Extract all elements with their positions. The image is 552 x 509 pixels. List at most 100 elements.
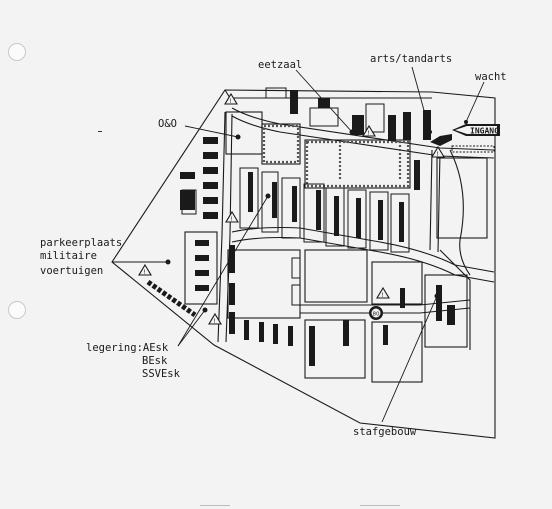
svg-text:!: ! <box>437 151 439 158</box>
svg-text:!: ! <box>230 98 232 105</box>
east-road <box>429 149 433 251</box>
label-arts-tandarts: arts/tandarts <box>370 53 453 65</box>
label-stafgebouw: stafgebouw <box>353 426 417 438</box>
warning-triangle-icon <box>431 145 445 158</box>
parking-bay <box>203 137 218 144</box>
oo-block <box>225 111 263 155</box>
sw-block <box>227 249 301 319</box>
building <box>281 177 301 239</box>
dot-marker-icon <box>235 134 241 140</box>
building <box>369 191 389 251</box>
barracks <box>383 325 388 345</box>
warning-triangle-icon <box>138 263 152 276</box>
pointer-stafgebouw <box>381 295 438 423</box>
barracks <box>356 198 361 238</box>
barracks <box>436 285 442 321</box>
north-road-edge <box>231 115 495 159</box>
hedge-central-court <box>305 140 410 188</box>
warning-triangle-icon <box>224 92 238 105</box>
east-road-edge <box>437 151 441 253</box>
parking-bay <box>195 270 209 276</box>
label-oeno: O&O <box>158 118 177 130</box>
svg-text:!: ! <box>144 269 146 276</box>
barracks <box>334 196 339 236</box>
building <box>347 189 367 249</box>
pointer-legering-down <box>177 309 206 347</box>
parking-bay <box>180 190 195 210</box>
barracks <box>447 305 455 325</box>
label-parkeerplaats: parkeerplaats <box>40 237 123 249</box>
east-diagonal <box>439 249 471 350</box>
svg-text:!: ! <box>214 318 216 325</box>
building <box>309 107 339 127</box>
barracks <box>378 200 383 240</box>
hedge-east <box>338 145 402 180</box>
west-road <box>217 111 226 343</box>
barracks <box>423 110 431 140</box>
dot-marker-icon <box>349 129 355 135</box>
pointer-arts-tandarts <box>411 66 431 133</box>
barracks <box>414 160 420 190</box>
parking-bay <box>203 212 218 219</box>
building <box>291 257 301 279</box>
central-court <box>304 139 411 189</box>
speed-limit-value: 80 <box>373 312 380 318</box>
barracks <box>259 322 264 342</box>
compound-boundary <box>111 89 496 439</box>
warning-triangle-icon <box>208 312 222 325</box>
parking-bay <box>203 152 218 159</box>
barracks <box>229 283 235 305</box>
barracks <box>403 112 411 140</box>
building <box>261 171 279 233</box>
parking-bay <box>203 167 218 174</box>
east-tall-block <box>436 157 488 239</box>
dot-marker-icon <box>434 293 440 299</box>
label-besk: BEsk <box>142 355 168 367</box>
svg-text:!: ! <box>231 216 233 223</box>
parking-bay <box>195 285 209 291</box>
barracks <box>400 288 405 308</box>
building <box>325 187 345 247</box>
barracks <box>343 320 349 346</box>
label-legering: legering:AEsk <box>86 342 169 354</box>
east-curve <box>449 149 471 276</box>
parking-bay <box>180 172 195 179</box>
label-voertuigen: voertuigen <box>40 265 104 277</box>
south-road-edge <box>300 307 471 314</box>
parking-bay <box>195 255 209 261</box>
barracks <box>273 324 278 344</box>
punch-hole-top <box>8 43 26 61</box>
south-lower-block <box>304 319 366 379</box>
building <box>303 183 325 243</box>
barracks <box>288 326 293 346</box>
barracks <box>229 245 235 273</box>
barracks <box>309 326 315 366</box>
entrance-gate: INGANG <box>430 124 500 153</box>
label-wacht: wacht <box>475 71 507 83</box>
barracks <box>272 182 277 218</box>
s-block-2 <box>371 261 423 305</box>
ingang-label: INGANG <box>470 127 499 136</box>
label-militaire: militaire <box>40 250 97 262</box>
barracks <box>292 186 297 222</box>
punch-hole-bottom <box>8 301 26 319</box>
bottom-edge-mark <box>200 505 230 506</box>
building <box>365 103 385 133</box>
main-road-edge <box>231 236 495 283</box>
warning-triangle-icon <box>225 210 239 223</box>
barracks <box>399 202 404 242</box>
building <box>265 87 287 99</box>
warning-triangle-icon <box>376 286 390 299</box>
barracks <box>244 320 249 340</box>
barracks <box>318 98 330 108</box>
svg-text:!: ! <box>368 130 370 137</box>
dot-marker-icon <box>464 120 468 124</box>
building <box>181 189 197 215</box>
hedge-north-quad <box>262 124 300 164</box>
north-quad <box>261 123 301 165</box>
dot-marker-icon <box>202 307 208 313</box>
dot-marker-icon <box>265 193 271 199</box>
main-road <box>231 226 495 273</box>
barracks <box>290 90 298 114</box>
